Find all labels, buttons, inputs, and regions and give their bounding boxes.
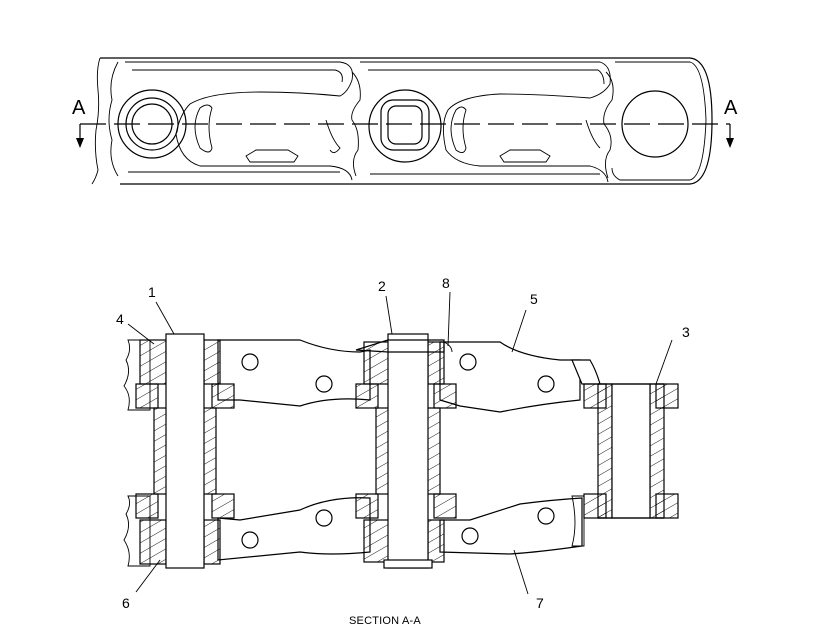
- callout-3: 3: [682, 324, 690, 340]
- callout-5: 5: [530, 291, 538, 307]
- callout-6: 6: [122, 595, 130, 611]
- callout-4: 4: [116, 311, 124, 327]
- leader-lines: [127, 291, 673, 595]
- callout-8: 8: [442, 275, 450, 291]
- callout-1: 1: [148, 284, 156, 300]
- chain-side-view: [76, 57, 734, 185]
- callout-7: 7: [536, 595, 544, 611]
- section-marker-left: A: [72, 97, 86, 119]
- section-view: [123, 291, 679, 595]
- callout-2: 2: [378, 278, 386, 294]
- section-marker-right: A: [724, 97, 738, 119]
- section-caption: SECTION A-A: [349, 615, 421, 627]
